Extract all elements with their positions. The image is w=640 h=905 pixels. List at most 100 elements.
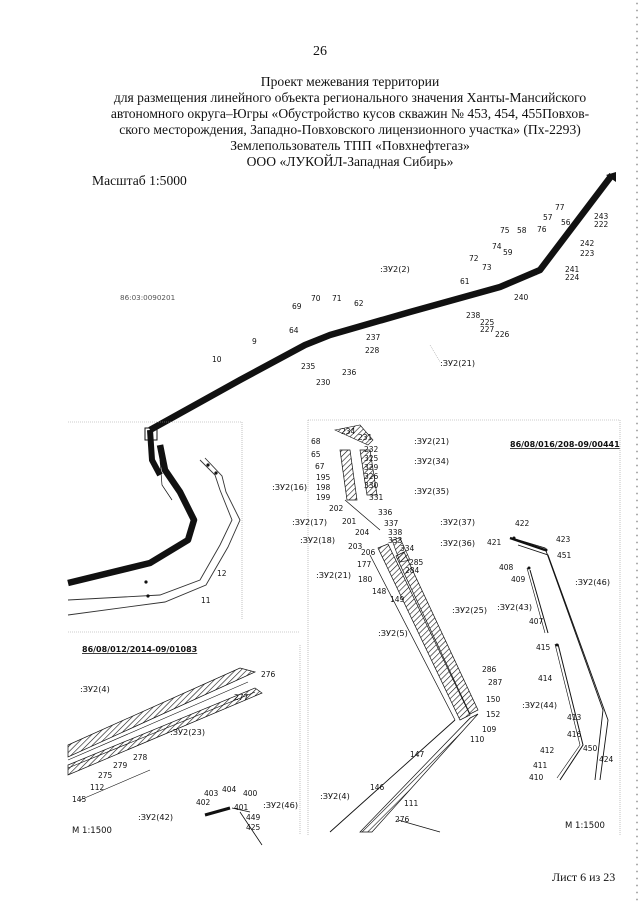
- point-label: 400: [243, 789, 258, 798]
- point-label: 411: [533, 761, 548, 770]
- point-label: 415: [536, 643, 551, 652]
- point-label: 11: [201, 596, 211, 605]
- inset-left-top: 12 11: [67, 421, 243, 620]
- point-label: 423: [556, 535, 571, 544]
- title-line: для размещения линейного объекта региона…: [113, 90, 587, 105]
- point-label: 451: [557, 551, 572, 560]
- point-label: 231: [358, 433, 373, 442]
- point-label: 146: [370, 783, 385, 792]
- title-line: Землепользователь ТПП «Повхнефтегаз»: [230, 138, 470, 153]
- zone-label: :ЗУ2(18): [300, 535, 335, 545]
- zone-label: :ЗУ2(21): [316, 570, 351, 580]
- inset-scale-left: М 1:1500: [72, 826, 112, 836]
- zone-label: :ЗУ2(2): [380, 264, 410, 274]
- main-route: [148, 172, 616, 433]
- point-label: 9: [252, 337, 257, 346]
- cadastral-number: 86/08/016/208-09/00441: [510, 440, 620, 449]
- zone-label: :ЗУ2(42): [138, 812, 173, 822]
- point-label: 112: [90, 783, 105, 792]
- point-label: 58: [517, 226, 527, 235]
- document-title: Проект межевания территории для размещен…: [60, 74, 640, 170]
- point-label: 425: [246, 823, 261, 832]
- point-label: 279: [113, 761, 128, 770]
- zone-label: :ЗУ2(17): [292, 517, 327, 527]
- point-label: 232: [364, 445, 379, 454]
- point-label: 276: [395, 815, 410, 824]
- point-label: 204: [355, 528, 370, 537]
- point-label: 243: [594, 212, 609, 221]
- point-label: 149: [390, 595, 405, 604]
- zone-label: :ЗУ2(5): [378, 628, 408, 638]
- point-label: 450: [583, 744, 598, 753]
- point-label: 223: [580, 249, 595, 258]
- point-label: 110: [470, 735, 485, 744]
- point-label: 404: [222, 785, 237, 794]
- point-label: 238: [466, 311, 481, 320]
- point-label: 73: [482, 263, 492, 272]
- point-label: 410: [529, 773, 544, 782]
- point-label: 198: [316, 483, 331, 492]
- zone-label: :ЗУ2(4): [80, 684, 110, 694]
- point-label: 330: [364, 481, 379, 490]
- zone-label: :ЗУ2(36): [440, 538, 475, 548]
- point-label: 228: [365, 346, 380, 355]
- zone-label: :ЗУ2(34): [414, 456, 449, 466]
- point-label: 226: [495, 330, 510, 339]
- point-label: 74: [492, 242, 502, 251]
- point-label: 70: [311, 294, 321, 303]
- point-label: 325: [364, 454, 379, 463]
- point-label: 222: [594, 220, 609, 229]
- point-label: 180: [358, 575, 373, 584]
- point-label: 227: [480, 325, 495, 334]
- point-label: 409: [511, 575, 526, 584]
- point-label: 224: [565, 273, 580, 282]
- zone-label: :ЗУ2(37): [440, 517, 475, 527]
- zone-label: :ЗУ2(44): [522, 700, 557, 710]
- point-label: 407: [529, 617, 544, 626]
- title-line: ского месторождения, Западно-Повховского…: [119, 122, 581, 137]
- zone-label: :ЗУ2(21): [440, 358, 475, 368]
- scale-label: Масштаб 1:5000: [92, 173, 187, 188]
- point-label: 10: [212, 355, 222, 364]
- point-label: 331: [369, 493, 384, 502]
- page-number: 26: [313, 44, 327, 59]
- point-label: 199: [316, 493, 331, 502]
- zone-label: :ЗУ2(25): [452, 605, 487, 615]
- scan-edge: [634, 0, 640, 905]
- title-line: ООО «ЛУКОЙЛ-Западная Сибирь»: [246, 154, 454, 169]
- point-label: 237: [366, 333, 381, 342]
- point-label: 111: [404, 799, 419, 808]
- point-label: 278: [133, 753, 148, 762]
- point-label: 230: [316, 378, 331, 387]
- point-label: 285: [409, 558, 424, 567]
- inset-left-bottom: 86/08/012/2014-09/01083 276 277 278 279 …: [67, 645, 301, 846]
- point-label: 329: [364, 463, 379, 472]
- point-label: 338: [388, 528, 403, 537]
- point-label: 201: [342, 517, 357, 526]
- zone-label: :ЗУ2(35): [414, 486, 449, 496]
- point-label: 56: [561, 218, 571, 227]
- point-label: 75: [500, 226, 510, 235]
- inset-right-zones: :ЗУ2(21) :ЗУ2(34) :ЗУ2(35) :ЗУ2(16) :ЗУ2…: [272, 436, 620, 831]
- zone-label: :ЗУ2(46): [575, 577, 610, 587]
- main-map-labels: 86:03:0090201 56 77 57 76 58 75 243 222 …: [120, 203, 609, 387]
- zone-label: :ЗУ2(46): [263, 800, 298, 810]
- point-label: 333: [388, 536, 403, 545]
- point-label: 203: [348, 542, 363, 551]
- point-label: 240: [514, 293, 529, 302]
- point-label: 152: [486, 710, 501, 719]
- point-label: 76: [537, 225, 547, 234]
- point-label: 276: [261, 670, 276, 679]
- point-label: 403: [204, 789, 219, 798]
- point-label: 57: [543, 213, 553, 222]
- point-label: 413: [567, 713, 582, 722]
- point-label: 242: [580, 239, 595, 248]
- point-label: 71: [332, 294, 342, 303]
- point-label: 61: [460, 277, 470, 286]
- point-label: 12: [217, 569, 227, 578]
- point-label: 401: [234, 803, 249, 812]
- cadastral-quarter: 86:03:0090201: [120, 293, 175, 302]
- point-label: 147: [410, 750, 425, 759]
- point-label: 59: [503, 248, 513, 257]
